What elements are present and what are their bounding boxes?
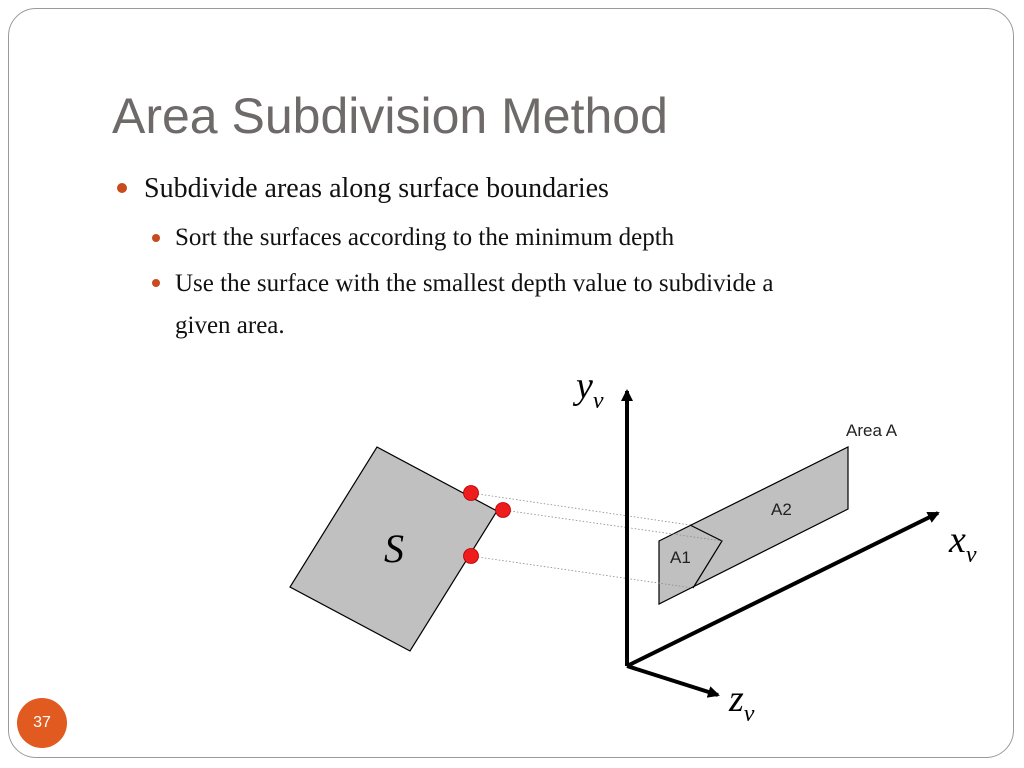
bullet-sub-2-line-1: Use the surface with the smallest depth … [175,270,774,297]
z-axis-letter: z [728,678,744,720]
boundary-point-2 [495,502,511,518]
slide-title: Area Subdivision Method [112,88,668,144]
y-axis-label: yv [572,365,604,414]
slide-frame [8,8,1014,758]
region-a2-label: A2 [771,500,792,519]
surface-s-label: S [384,526,404,571]
area-a-label: Area A [846,421,898,440]
bullet-main: Subdivide areas along surface boundaries [144,173,609,204]
z-axis [626,664,720,698]
boundary-point-3 [463,548,479,564]
y-axis-subscript: v [593,388,604,414]
surface-s-shape [289,446,498,652]
z-axis-label: zv [728,678,755,727]
x-axis [626,511,940,668]
boundary-point-1 [463,485,479,501]
bullet-dot-sub1 [152,234,160,242]
z-axis-subscript: v [744,701,755,727]
x-axis-label: xv [948,519,977,568]
bullet-sub-1: Sort the surfaces according to the minim… [175,224,675,251]
projection-line-3 [470,555,694,589]
area-a-shape [658,446,849,605]
bullet-dot-main [117,183,127,193]
bullet-sub-2-line-2: given area. [175,312,285,339]
page-number-badge: 37 [17,698,67,748]
y-axis-letter: y [572,365,593,407]
bullet-dot-sub2 [152,279,160,287]
region-a1-label: A1 [670,548,691,567]
x-axis-letter: x [948,519,966,561]
x-axis-subscript: v [966,542,977,568]
